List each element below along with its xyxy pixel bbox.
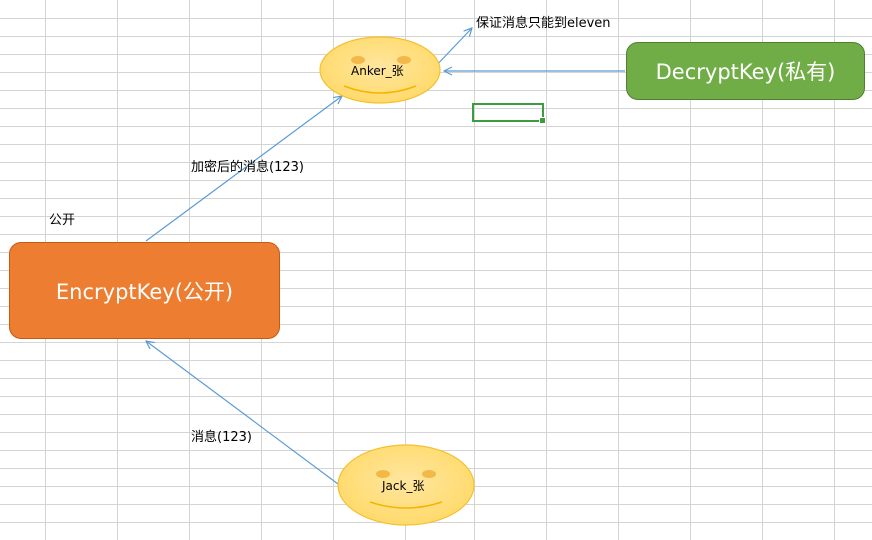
jack-label: Jack_张: [382, 479, 425, 493]
decrypt-key-box[interactable]: DecryptKey(私有): [626, 42, 865, 100]
fill-handle[interactable]: [539, 117, 546, 124]
message-label: 消息(123): [191, 430, 252, 445]
public-label: 公开: [49, 213, 76, 228]
jack-smiley-icon[interactable]: [337, 444, 475, 526]
encrypted-message-label: 加密后的消息(123): [191, 160, 304, 175]
guarantee-label: 保证消息只能到eleven: [476, 16, 611, 31]
arrow-jack-to-encrypt[interactable]: [146, 341, 339, 485]
encrypt-key-label: EncryptKey(公开): [55, 279, 234, 304]
arrow-encrypt-to-anker[interactable]: [145, 96, 342, 242]
encrypt-key-box[interactable]: EncryptKey(公开): [9, 242, 280, 339]
selected-cell[interactable]: [472, 103, 546, 124]
decrypt-key-label: DecryptKey(私有): [655, 60, 836, 84]
anker-smiley-icon[interactable]: [319, 36, 441, 104]
anker-label: Anker_张: [351, 64, 404, 78]
